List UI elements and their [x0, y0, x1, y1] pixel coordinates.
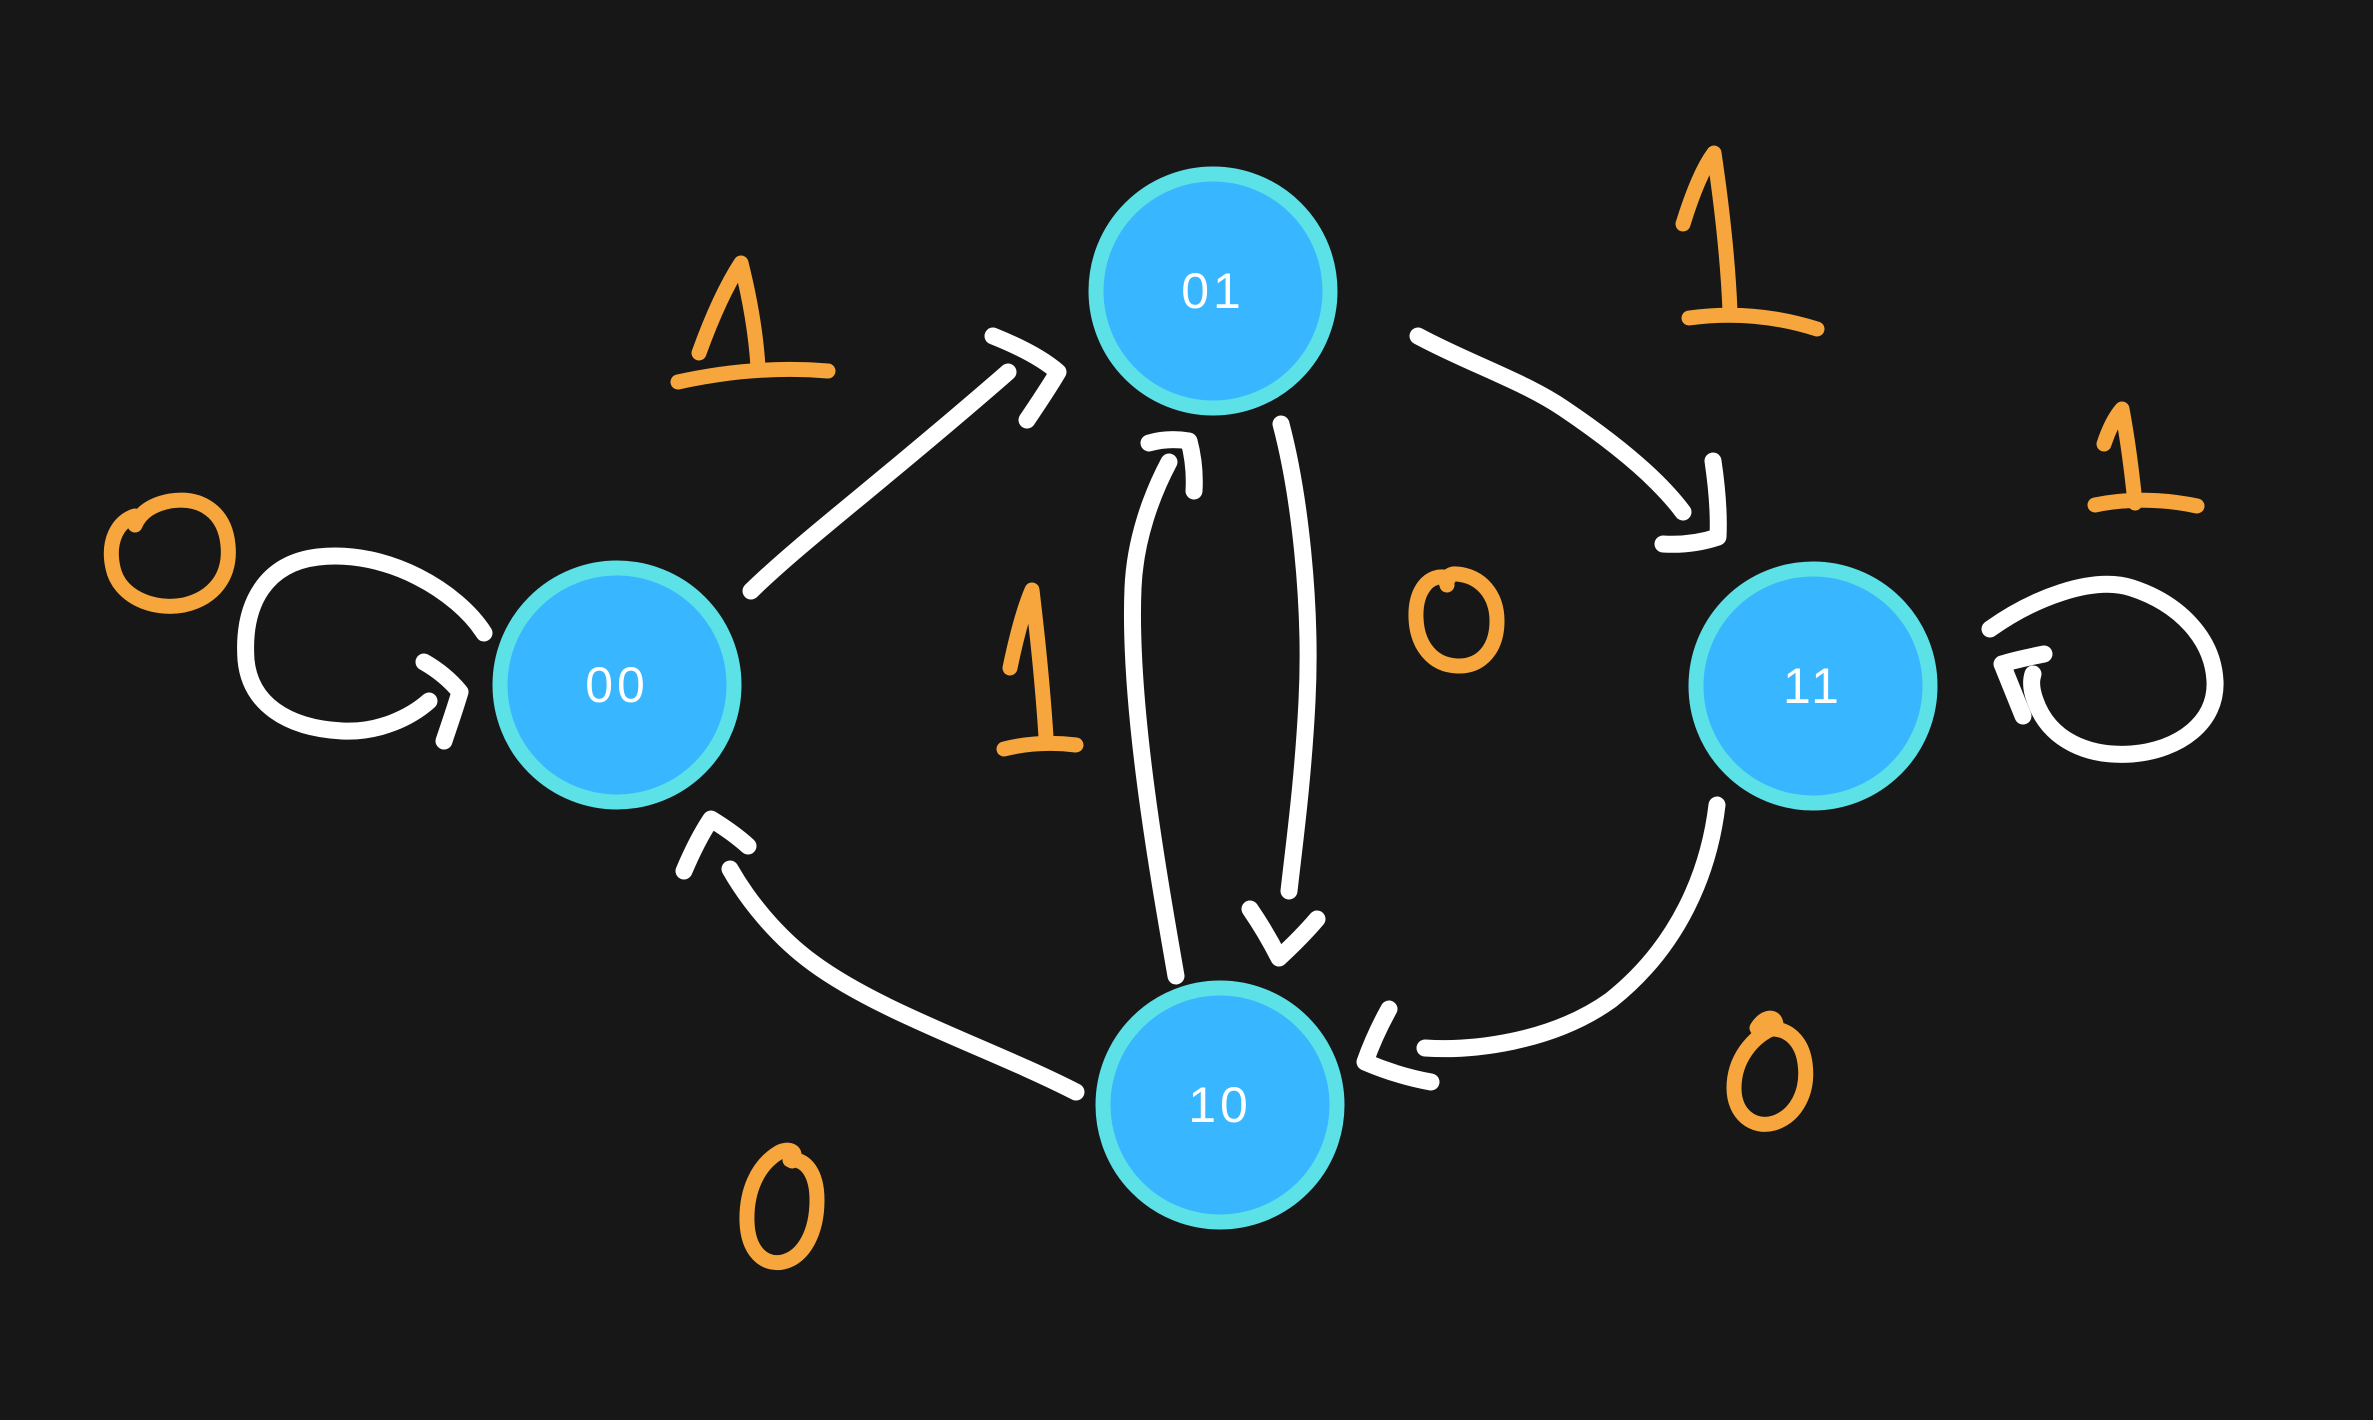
edge-10-to-01-arrowhead-icon: [1140, 431, 1203, 500]
state-node-10[interactable]: 10: [1095, 980, 1345, 1230]
state-node-01[interactable]: 01: [1088, 166, 1338, 416]
edge-11-to-10-arrowhead-icon: [1356, 1000, 1440, 1091]
state-node-00[interactable]: 00: [492, 560, 742, 810]
edge-10-to-00-line: [721, 860, 1085, 1101]
edge-00-to-01[interactable]: [742, 327, 1067, 600]
edge-11-to-10-line: [1416, 796, 1726, 1058]
edge-01-to-10-arrowhead-icon: [1241, 900, 1326, 967]
edge-label-01-to-10[interactable]: [1408, 566, 1505, 674]
state-node-01-circle: [1088, 166, 1338, 416]
edge-10-to-01-line: [1124, 453, 1185, 985]
digit-1-stroke: [2087, 401, 2205, 514]
state-node-00-label: 00: [585, 657, 649, 713]
edge-01-to-10[interactable]: [1241, 415, 1326, 967]
digit-0-stroke: [103, 492, 236, 614]
digit-1-stroke: [996, 582, 1084, 757]
edge-label-10-to-00[interactable]: [739, 1142, 825, 1271]
state-node-11-circle: [1688, 561, 1938, 811]
edge-label-10-to-01[interactable]: [996, 582, 1084, 757]
digit-1-stroke: [1675, 145, 1825, 337]
state-node-11[interactable]: 11: [1688, 561, 1938, 811]
edge-00-self-arrowhead-icon: [415, 653, 469, 750]
edge-label-01-to-11[interactable]: [1675, 145, 1825, 337]
edge-label-00-self[interactable]: [103, 492, 236, 614]
edge-01-to-11-arrowhead-icon: [1654, 452, 1727, 553]
state-node-10-label: 10: [1188, 1077, 1252, 1133]
edge-00-to-01-arrowhead-icon: [984, 327, 1067, 429]
edge-01-to-10-line: [1272, 415, 1317, 900]
state-node-11-label: 11: [1783, 658, 1843, 714]
edge-11-self-arrowhead-icon: [1993, 645, 2053, 725]
edge-label-11-self[interactable]: [2087, 401, 2205, 514]
edge-label-11-to-10[interactable]: [1726, 1010, 1814, 1132]
digit-1-stroke: [670, 255, 836, 390]
edge-11-self-loop[interactable]: [1981, 576, 2224, 763]
digit-0-stroke: [739, 1142, 825, 1271]
edge-00-to-01-line: [742, 363, 1017, 600]
edge-10-to-01[interactable]: [1124, 431, 1203, 985]
edge-10-to-00[interactable]: [675, 810, 1085, 1101]
state-node-10-circle: [1095, 980, 1345, 1230]
edge-01-to-11-line: [1409, 327, 1692, 521]
digit-0-stroke: [1726, 1010, 1814, 1132]
edge-00-self-line: [237, 547, 493, 740]
edge-01-to-11[interactable]: [1409, 327, 1727, 553]
edge-11-to-10[interactable]: [1356, 796, 1726, 1091]
state-node-01-label: 01: [1181, 263, 1245, 319]
edge-label-00-to-01[interactable]: [670, 255, 836, 390]
edge-10-to-00-arrowhead-icon: [675, 810, 757, 880]
edge-11-self-line: [1981, 576, 2224, 763]
state-node-00-circle: [492, 560, 742, 810]
edge-00-self-loop[interactable]: [237, 547, 493, 750]
digit-0-stroke: [1408, 566, 1505, 674]
